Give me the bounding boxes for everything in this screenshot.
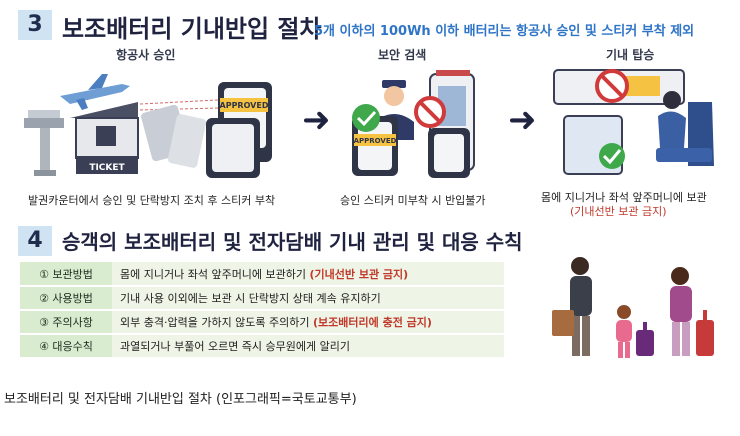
rule-text: 외부 충격·압력을 가하지 않도록 주의하기 xyxy=(120,316,310,329)
section-4-number: 4 xyxy=(18,226,52,256)
rule-warning: (보조배터리에 충전 금지) xyxy=(313,316,432,329)
rule-text: 기내 사용 이외에는 보관 시 단락방지 상태 계속 유지하기 xyxy=(120,292,381,305)
step-caption-airline-approval: 발권카운터에서 승인 및 단락방지 조치 후 스티커 부착 xyxy=(28,194,276,207)
family-travelers-illustration xyxy=(552,257,714,358)
step-caption-boarding: 몸에 지니거나 좌석 앞주머니에 보관 xyxy=(541,191,707,204)
rolling-suitcase-icon xyxy=(696,310,714,356)
rule-head: ② 사용방법 xyxy=(20,286,112,311)
rule-body: 기내 사용 이외에는 보관 시 단락방지 상태 계속 유지하기 xyxy=(112,286,504,311)
ticket-sign: TICKET xyxy=(89,163,125,173)
airplane-icon xyxy=(60,74,130,110)
section-3-subtitle: 5개 이하의 100Wh 이하 배터리는 항공사 승인 및 스티커 부착 제외 xyxy=(314,24,695,39)
step-caption-security-check: 승인 스티커 미부착 시 반입불가 xyxy=(340,194,486,207)
father-icon xyxy=(570,257,592,356)
rule-text: 몸에 지니거나 좌석 앞주머니에 보관하기 xyxy=(120,267,307,281)
rule-head: ① 보관방법 xyxy=(20,262,112,287)
boarding-illustration xyxy=(553,69,714,175)
passenger-icon xyxy=(658,91,686,148)
section-4-title: 승객의 보조배터리 및 전자담배 기내 관리 및 대응 수칙 xyxy=(62,230,523,254)
step-label-security-check: 보안 검색 xyxy=(378,48,427,62)
step-label-boarding: 기내 탑승 xyxy=(606,48,655,62)
table-row: ③ 주의사항 외부 충격·압력을 가하지 않도록 주의하기 (보조배터리에 충전… xyxy=(20,310,504,335)
prohibited-bin-icon xyxy=(595,69,629,103)
section-3-number: 3 xyxy=(18,10,52,40)
rule-head: ④ 대응수칙 xyxy=(20,334,112,359)
image-caption: 보조배터리 및 전자담배 기내반입 절차 (인포그래픽=국토교통부) xyxy=(4,392,357,407)
approved-sticker-2: APPROVED xyxy=(354,137,397,145)
step-label-airline-approval: 항공사 승인 xyxy=(116,48,176,62)
airplane-seat-icon xyxy=(656,102,714,166)
table-row: ② 사용방법 기내 사용 이외에는 보관 시 단락방지 상태 계속 유지하기 xyxy=(20,286,504,311)
rule-text: 과열되거나 부풀어 오르면 즉시 승무원에게 알리기 xyxy=(120,340,351,353)
security-check-illustration: APPROVED xyxy=(352,70,475,178)
approved-sticker-1: APPROVED xyxy=(220,101,269,110)
ticket-counter-icon xyxy=(70,102,139,174)
section-3-title: 보조배터리 기내반입 절차 xyxy=(62,15,322,43)
control-tower-icon xyxy=(24,110,64,176)
step-arrow-2: ➜ xyxy=(508,100,537,140)
rules-table: ① 보관방법 몸에 지니거나 좌석 앞주머니에 보관하기 (기내선반 보관 금지… xyxy=(20,262,504,359)
table-row: ④ 대응수칙 과열되거나 부풀어 오르면 즉시 승무원에게 알리기 xyxy=(20,334,504,359)
child-icon xyxy=(616,305,632,358)
blank-battery-icon xyxy=(428,128,470,178)
battery-cards-icon xyxy=(141,104,207,168)
check-seat-icon xyxy=(599,143,625,169)
mother-icon xyxy=(670,267,692,356)
rule-head: ③ 주의사항 xyxy=(20,310,112,335)
step-caption-boarding-note: (기내선반 보관 금지) xyxy=(570,205,667,218)
approved-battery-icon xyxy=(206,82,272,178)
rule-body: 몸에 지니거나 좌석 앞주머니에 보관하기 (기내선반 보관 금지) xyxy=(112,262,504,287)
prohibited-icon xyxy=(414,96,446,128)
rule-body: 외부 충격·압력을 가하지 않도록 주의하기 (보조배터리에 충전 금지) xyxy=(112,310,504,335)
check-icon xyxy=(352,104,380,132)
shopping-bag-icon xyxy=(552,310,574,336)
suitcase-icon xyxy=(636,322,654,356)
rule-body: 과열되거나 부풀어 오르면 즉시 승무원에게 알리기 xyxy=(112,334,504,359)
table-row: ① 보관방법 몸에 지니거나 좌석 앞주머니에 보관하기 (기내선반 보관 금지… xyxy=(20,262,504,287)
rule-warning: (기내선반 보관 금지) xyxy=(309,267,409,281)
step-arrow-1: ➜ xyxy=(302,100,331,140)
airline-approval-illustration: TICKET APPROVED xyxy=(24,74,272,178)
